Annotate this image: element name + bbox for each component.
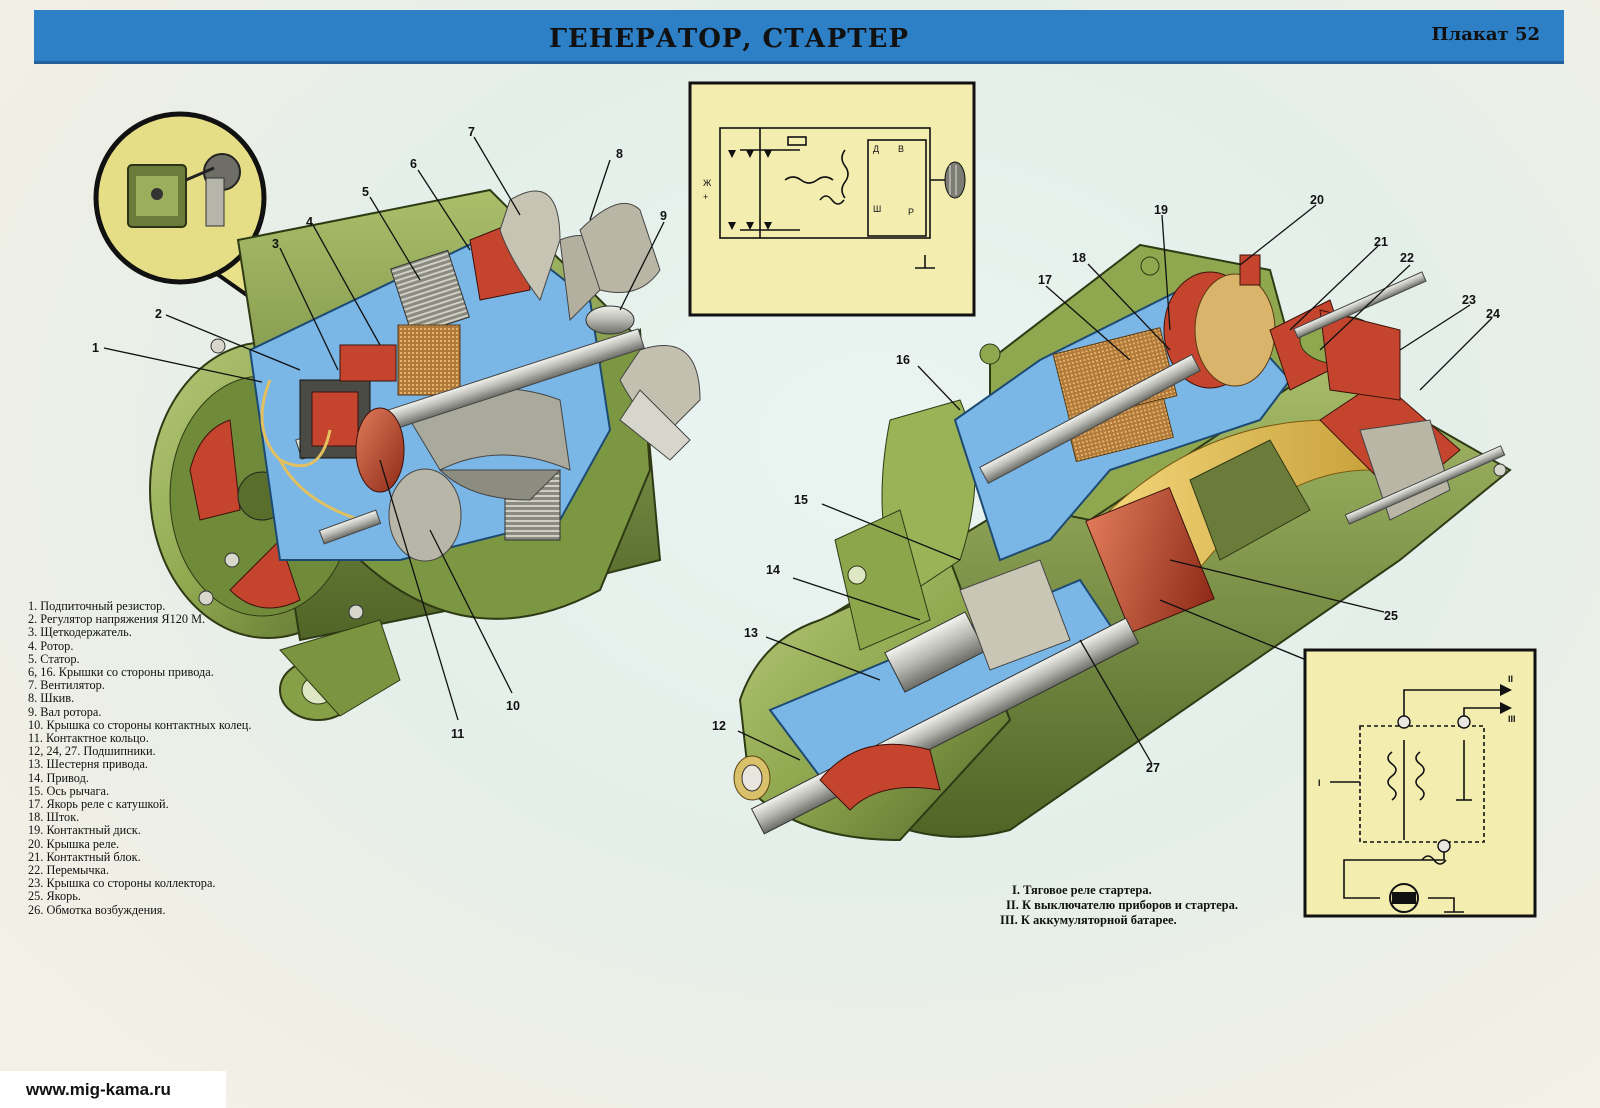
callout-11: 11 (451, 727, 464, 741)
callout-4: 4 (306, 215, 313, 229)
legend-item: 25. Якорь. (28, 889, 81, 904)
terminal-d: Д (873, 144, 879, 154)
terminal-v: В (898, 144, 904, 154)
callout-21: 21 (1374, 235, 1388, 249)
terminal-zh: Ж (703, 178, 712, 188)
circuit-legend: I. Тяговое реле стартера. II. К выключат… (1000, 883, 1238, 928)
legend-item: 22. Перемычка. (28, 863, 109, 878)
callout-1: 1 (92, 341, 99, 355)
starter-motor-icon (1389, 883, 1419, 913)
terminal-sh: Ш (873, 204, 881, 214)
callout-23: 23 (1462, 293, 1476, 307)
callout-13: 13 (744, 626, 758, 640)
terminal-plus: + (703, 192, 708, 202)
terminal-r: Р (908, 207, 914, 217)
callout-22: 22 (1400, 251, 1414, 265)
legend-item: 4. Ротор. (28, 638, 74, 653)
regulator-inset-icon (127, 153, 241, 228)
circuit-label-iii: III (1508, 714, 1516, 724)
legend-item: 14. Привод. (28, 770, 89, 785)
legend-item: 11. Контактное кольцо. (28, 731, 149, 746)
pulley-icon (944, 161, 966, 199)
title-bar: ГЕНЕРАТОР, СТАРТЕР Плакат 52 (34, 10, 1564, 64)
starter-circuit-diagram: II III I (1303, 648, 1537, 918)
legend-item: 19. Контактный диск. (28, 823, 141, 838)
legend-item: 17. Якорь реле с катушкой. (28, 797, 169, 812)
legend-item: 13. Шестерня привода. (28, 757, 148, 772)
legend-item: 23. Крышка со стороны коллектора. (28, 876, 216, 891)
callout-6: 6 (410, 157, 417, 171)
legend-item: 15. Ось рычага. (28, 783, 110, 798)
callout-2: 2 (155, 307, 162, 321)
callout-10: 10 (506, 699, 520, 713)
legend-item: 9. Вал ротора. (28, 704, 102, 719)
callout-18: 18 (1072, 251, 1086, 265)
legend-item: 6, 16. Крышки со стороны привода. (28, 665, 214, 680)
callout-16: 16 (896, 353, 910, 367)
generator-illustration: 1 2 3 4 5 6 7 8 9 10 11 (92, 111, 701, 741)
legend-item: 3. Щеткодержатель. (28, 625, 132, 640)
starter-illustration: 20 19 18 17 16 21 22 23 24 15 14 13 12 2… (712, 193, 1512, 842)
callout-17: 17 (1038, 273, 1052, 287)
page-title: ГЕНЕРАТОР, СТАРТЕР (548, 24, 909, 54)
callout-27: 27 (1146, 761, 1160, 775)
legend-item: 8. Шкив. (28, 691, 75, 706)
callout-5: 5 (362, 185, 369, 199)
generator-circuit-diagram: Д В Ш Р Ж + (688, 81, 976, 317)
legend-item: 5. Статор. (28, 651, 80, 666)
legend-item: 26. Обмотка возбуждения. (28, 902, 166, 917)
circuit-legend-item: I. Тяговое реле стартера. (1012, 883, 1152, 897)
circuit-legend-item: III. К аккумуляторной батарее. (1000, 913, 1177, 927)
callout-9: 9 (660, 209, 667, 223)
circuit-label-ii: II (1508, 674, 1513, 684)
legend-item: 12, 24, 27. Подшипники. (28, 744, 156, 759)
legend-item: 7. Вентилятор. (28, 678, 105, 693)
callout-24: 24 (1486, 307, 1500, 321)
legend-item: 18. Шток. (28, 810, 80, 825)
callout-15: 15 (794, 493, 808, 507)
callout-8: 8 (616, 147, 623, 161)
callout-7: 7 (468, 125, 475, 139)
callout-14: 14 (766, 563, 780, 577)
callout-19: 19 (1154, 203, 1168, 217)
legend-item: 1. Подпиточный резистор. (28, 599, 166, 613)
legend-item: 10. Крышка со стороны контактных колец. (28, 717, 252, 732)
callout-3: 3 (272, 237, 279, 251)
parts-legend: 1. Подпиточный резистор. 2. Регулятор на… (28, 599, 252, 917)
callout-12: 12 (712, 719, 726, 733)
legend-item: 20. Крышка реле. (28, 836, 120, 851)
callout-20: 20 (1310, 193, 1324, 207)
circuit-label-i: I (1318, 778, 1321, 788)
plate-number: Плакат 52 (1431, 24, 1540, 45)
site-watermark: www.mig-kama.ru (0, 1071, 226, 1108)
legend-item: 2. Регулятор напряжения Я120 М. (28, 612, 206, 627)
legend-item: 21. Контактный блок. (28, 849, 141, 864)
circuit-legend-item: II. К выключателю приборов и стартера. (1006, 898, 1239, 912)
callout-25: 25 (1384, 609, 1398, 623)
